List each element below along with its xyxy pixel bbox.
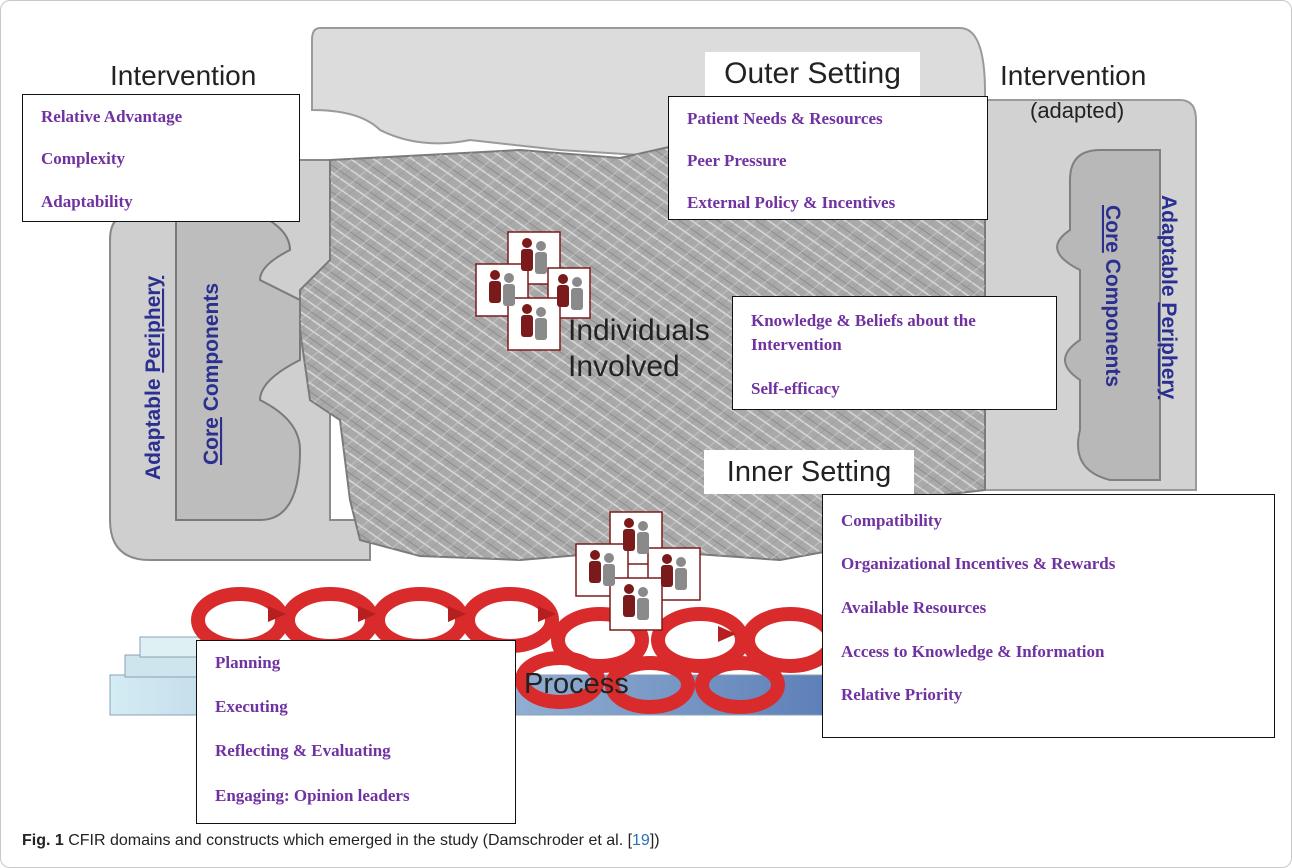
- individuals-label-line2: Involved: [568, 350, 680, 383]
- construct-engaging-opinion-leaders: Engaging: Opinion leaders: [215, 786, 410, 805]
- construct-knowledge-beliefs: Knowledge & Beliefs about the: [751, 311, 976, 330]
- construct-self-efficacy: Self-efficacy: [751, 379, 840, 398]
- construct-compatibility: Compatibility: [841, 511, 943, 530]
- caption-end: ]): [649, 832, 660, 849]
- intervention-adapted-sub: (adapted): [1030, 98, 1125, 123]
- caption-text: CFIR domains and constructs which emerge…: [63, 832, 633, 849]
- construct-access-to-knowledge: Access to Knowledge & Information: [841, 642, 1105, 661]
- caption-reference-link[interactable]: 19: [632, 832, 650, 849]
- construct-external-policy: External Policy & Incentives: [687, 193, 896, 212]
- adaptable-periphery-label: Adaptable Periphery: [142, 275, 165, 480]
- caption-fig-number: Fig. 1: [22, 832, 64, 849]
- people-group-individuals: [475, 231, 591, 351]
- construct-planning: Planning: [215, 653, 281, 672]
- construct-patient-needs: Patient Needs & Resources: [687, 109, 883, 128]
- adaptable-periphery-adapted-label: Adaptable Periphery: [1157, 195, 1180, 400]
- process-label: Process: [524, 668, 629, 700]
- individuals-constructs-box: Knowledge & Beliefs about the Interventi…: [732, 296, 1057, 410]
- construct-executing: Executing: [215, 697, 288, 716]
- process-constructs-box: Planning Executing Reflecting & Evaluati…: [196, 640, 516, 824]
- individuals-label-line1: Individuals: [568, 314, 710, 347]
- outer-setting-label: Outer Setting: [705, 52, 920, 96]
- construct-knowledge-beliefs-cont: Intervention: [751, 335, 842, 354]
- inner-setting-constructs-box: Compatibility Organizational Incentives …: [822, 494, 1275, 738]
- construct-organizational-incentives: Organizational Incentives & Rewards: [841, 554, 1116, 573]
- figure-caption: Fig. 1 CFIR domains and constructs which…: [22, 832, 660, 850]
- inner-setting-label: Inner Setting: [704, 450, 914, 494]
- construct-relative-advantage: Relative Advantage: [41, 107, 183, 126]
- intervention-constructs-box: Relative Advantage Complexity Adaptabili…: [22, 94, 300, 222]
- construct-available-resources: Available Resources: [841, 598, 987, 617]
- core-components-shape: [175, 214, 302, 521]
- core-components-label: Core Components: [200, 283, 223, 465]
- construct-adaptability: Adaptability: [41, 192, 133, 211]
- outer-setting-constructs-box: Patient Needs & Resources Peer Pressure …: [668, 96, 988, 220]
- people-group-process: [575, 511, 701, 631]
- construct-reflecting-evaluating: Reflecting & Evaluating: [215, 741, 391, 760]
- intervention-label: Intervention: [110, 60, 257, 91]
- core-components-adapted-shape: [1056, 149, 1161, 481]
- construct-complexity: Complexity: [41, 149, 126, 168]
- intervention-adapted-label: Intervention: [1000, 60, 1147, 91]
- construct-peer-pressure: Peer Pressure: [687, 151, 787, 170]
- construct-relative-priority: Relative Priority: [841, 685, 963, 704]
- core-components-adapted-label: Core Components: [1101, 205, 1124, 387]
